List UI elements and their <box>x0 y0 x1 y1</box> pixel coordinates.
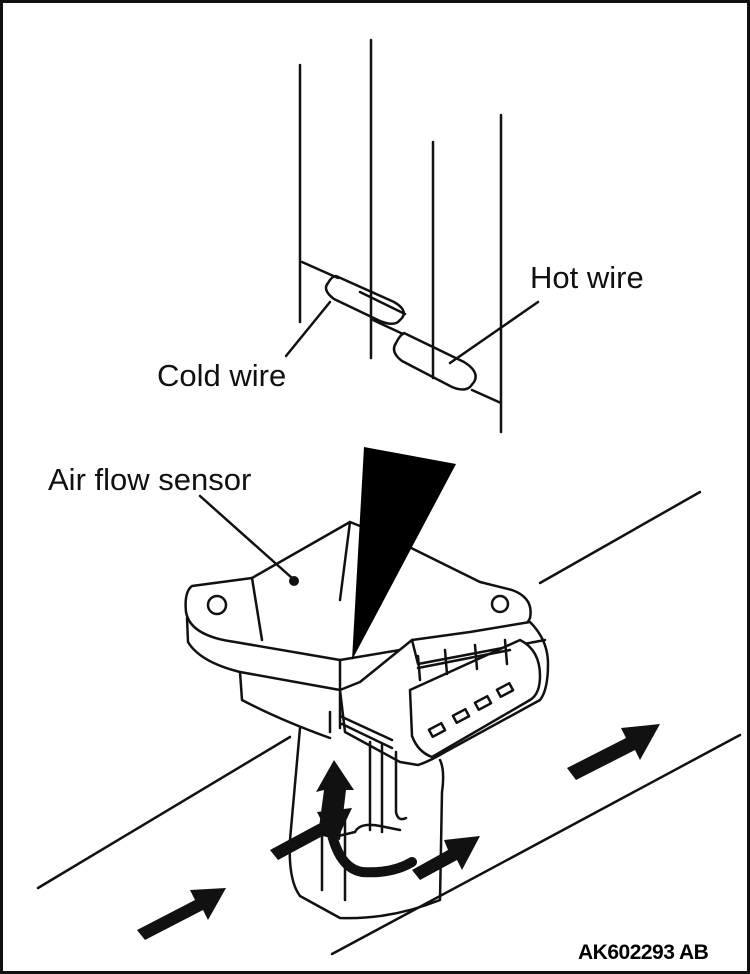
pointer-wedge <box>352 447 456 660</box>
cold-wire-element <box>324 274 405 325</box>
cold-wire-label: Cold wire <box>157 358 287 393</box>
hot-wire-element <box>392 331 477 391</box>
airflow-arrow-icon <box>412 836 480 880</box>
air-flow-sensor-label: Air flow sensor <box>48 462 252 497</box>
airflow-arrow-icon <box>316 760 354 840</box>
airflow-arrow-icon <box>567 724 660 780</box>
wire-detail <box>284 38 540 434</box>
hot-wire-label: Hot wire <box>530 260 644 295</box>
airflow-arrows <box>137 724 660 940</box>
airflow-arrow-icon <box>137 888 226 940</box>
intake-duct <box>36 490 742 956</box>
figure-id: AK602293 AB <box>578 941 709 964</box>
